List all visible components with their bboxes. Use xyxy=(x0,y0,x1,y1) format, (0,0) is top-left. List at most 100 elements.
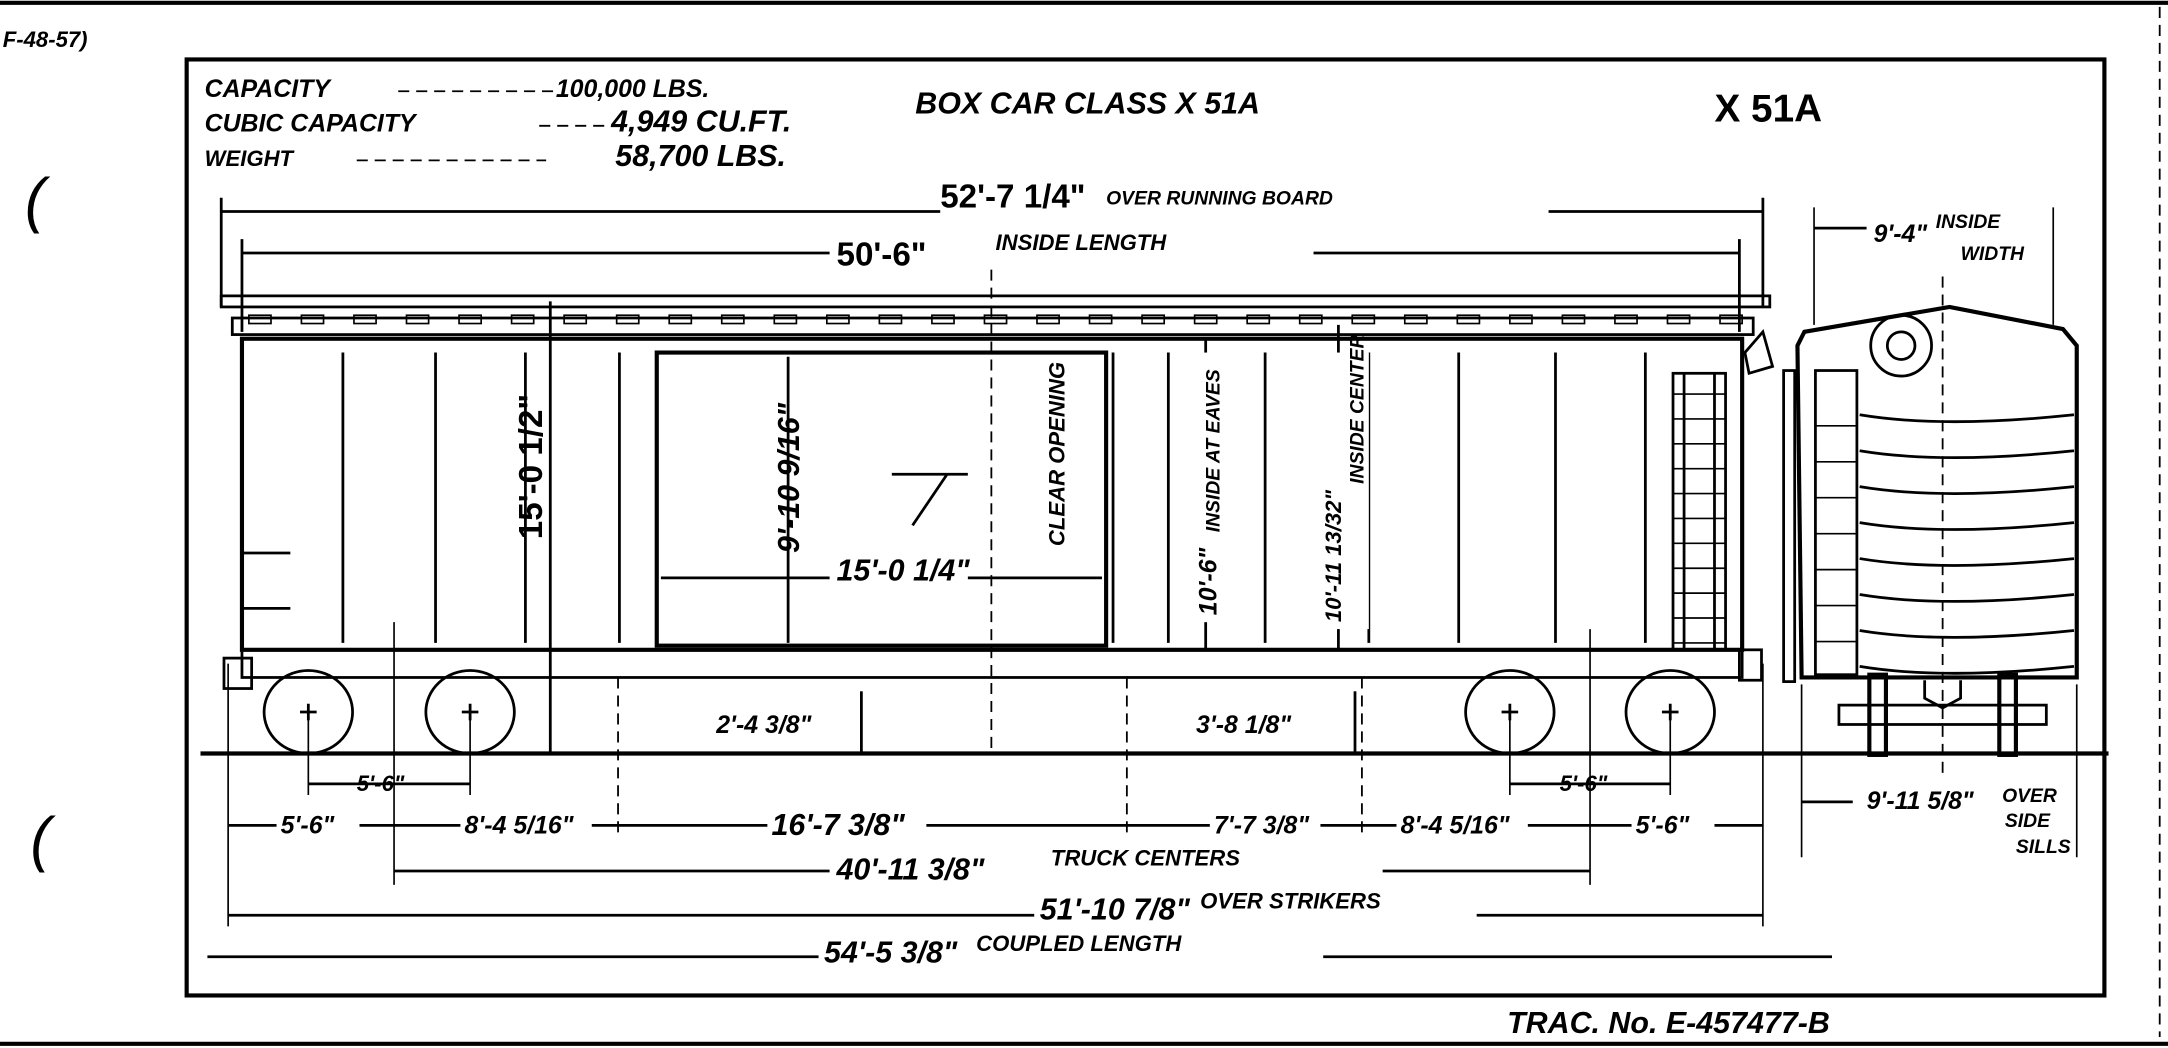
roof-clip xyxy=(1614,314,1638,325)
door xyxy=(654,350,1109,648)
trucks xyxy=(262,669,1716,755)
roof-clip xyxy=(1719,314,1743,325)
roof-clip xyxy=(1141,314,1166,325)
roof-clip xyxy=(720,314,745,325)
drawing-title: BOX CAR CLASS X 51A xyxy=(915,86,1260,120)
inside-length-value: 50'-6" xyxy=(837,236,927,273)
end-rib xyxy=(1859,413,2075,424)
inside-width-value: 9'-4" xyxy=(1873,220,1928,248)
coupled-length-label: COUPLED LENGTH xyxy=(976,931,1182,956)
punch-mark-top: ( xyxy=(25,166,51,234)
roof-clip xyxy=(563,314,588,325)
wheel-end-left xyxy=(1867,672,1889,757)
roof-clip xyxy=(1088,314,1113,325)
roof-clip xyxy=(931,314,955,325)
door-height-value: 9'-10 9/16" xyxy=(772,402,806,553)
roof-clip xyxy=(510,314,535,325)
label-mask xyxy=(1310,352,1369,630)
roof-clip xyxy=(825,314,850,325)
roof-clip xyxy=(1351,314,1376,325)
coupler-right xyxy=(1737,648,1763,682)
weight-value: 58,700 LBS. xyxy=(615,139,786,173)
roof-clips xyxy=(248,314,1743,325)
spec-block: CAPACITY 100,000 LBS. CUBIC CAPACITY 4,9… xyxy=(205,75,792,173)
wheel-end-right xyxy=(1997,672,2018,757)
segment-dim-1: 5'-6" xyxy=(281,812,336,840)
cubic-capacity-value: 4,949 CU.FT. xyxy=(610,104,791,138)
end-rib xyxy=(1859,485,2075,495)
segment-dim-2: 8'-4 5/16" xyxy=(465,812,575,840)
end-grab-rail xyxy=(1782,369,1797,683)
truck-centers-value: 40'-11 3/8" xyxy=(836,852,985,886)
end-ladder xyxy=(1814,369,1859,677)
side-sills-label-3: SILLS xyxy=(2016,836,2071,858)
segment-dim-6: 5'-6" xyxy=(1636,812,1691,840)
coupler-left xyxy=(222,656,254,690)
roof-edge xyxy=(230,316,1755,336)
ladder xyxy=(1671,371,1727,652)
roof-clip xyxy=(1456,314,1481,325)
end-body xyxy=(1795,304,2079,680)
roof-clip xyxy=(300,314,325,325)
roof-clip xyxy=(878,314,903,325)
axle xyxy=(1837,703,2048,726)
roof-clip xyxy=(615,314,640,325)
drawing-ref: F-48-57) xyxy=(3,27,88,52)
center-height-value: 10'-11 13/32" xyxy=(1321,490,1346,623)
roof-clip xyxy=(668,314,693,325)
running-board xyxy=(219,294,1772,309)
car-side-view xyxy=(219,294,1775,755)
roof-clip xyxy=(248,314,272,325)
drawing-frame xyxy=(184,57,2107,998)
running-board-value: 52'-7 1/4" xyxy=(940,178,1085,215)
punch-mark-bottom: ( xyxy=(30,805,56,873)
overall-height-value: 15'-0 1/2" xyxy=(513,394,550,539)
end-ribs xyxy=(1815,413,2075,679)
label-mask xyxy=(818,929,1324,966)
eaves-value: 10'-6" xyxy=(1195,547,1223,616)
tracing-number: TRAC. No. E-457477-B xyxy=(1507,1006,1830,1040)
wheelbase-right-value: 5'-6" xyxy=(1560,771,1608,796)
roof-clip xyxy=(405,314,430,325)
segment-dim-5: 8'-4 5/16" xyxy=(1401,812,1511,840)
roof-clip xyxy=(353,314,377,325)
inside-width-label-2: WIDTH xyxy=(1961,243,2025,265)
roof-clip xyxy=(1666,314,1691,325)
label-mask xyxy=(829,228,1314,262)
cubic-capacity-label: CUBIC CAPACITY xyxy=(205,109,418,137)
end-rib xyxy=(1859,557,2075,567)
roof-clip xyxy=(1193,314,1218,325)
over-strikers-label: OVER STRIKERS xyxy=(1200,888,1381,913)
side-sills-label-2: SIDE xyxy=(2005,810,2051,832)
side-sills-label-1: OVER xyxy=(2002,785,2057,807)
segment-dim-4: 7'-7 3/8" xyxy=(1214,812,1310,840)
roof-clip xyxy=(458,314,482,325)
capacity-value: 100,000 LBS. xyxy=(556,75,710,103)
segment-dim-3: 16'-7 3/8" xyxy=(772,808,906,842)
clear-opening-label: CLEAR OPENING xyxy=(1045,362,1070,546)
label-mask xyxy=(829,846,1383,880)
inside-width-label-1: INSIDE xyxy=(1936,211,2002,233)
roof-clip xyxy=(983,314,1008,325)
label-mask xyxy=(829,550,968,584)
roof-clip xyxy=(1509,314,1533,325)
end-rib xyxy=(1859,665,2075,675)
roof-clip xyxy=(1246,314,1271,325)
segment-dims: 5'-6" 8'-4 5/16" 16'-7 3/8" 7'-7 3/8" 8'… xyxy=(276,806,1715,842)
inside-length-label: INSIDE LENGTH xyxy=(996,230,1168,255)
end-rib xyxy=(1859,593,2075,603)
weight-label: WEIGHT xyxy=(205,146,296,171)
running-board-label: OVER RUNNING BOARD xyxy=(1106,188,1333,210)
wheelbase-left-value: 5'-6" xyxy=(357,771,405,796)
leader-arrow xyxy=(911,473,949,527)
roof-clip xyxy=(1403,314,1428,325)
roof-clip xyxy=(773,314,798,325)
floor-height-right-value: 3'-8 1/8" xyxy=(1196,711,1292,739)
end-rib xyxy=(1859,629,2075,639)
car-end-view: 9'-4" INSIDE WIDTH 9'-11 5/8" OVER SIDE … xyxy=(1782,207,2079,858)
end-rib xyxy=(1859,449,2075,459)
label-mask xyxy=(1186,352,1228,623)
label-mask xyxy=(940,179,1549,216)
coupled-length-value: 54'-5 3/8" xyxy=(824,935,958,969)
